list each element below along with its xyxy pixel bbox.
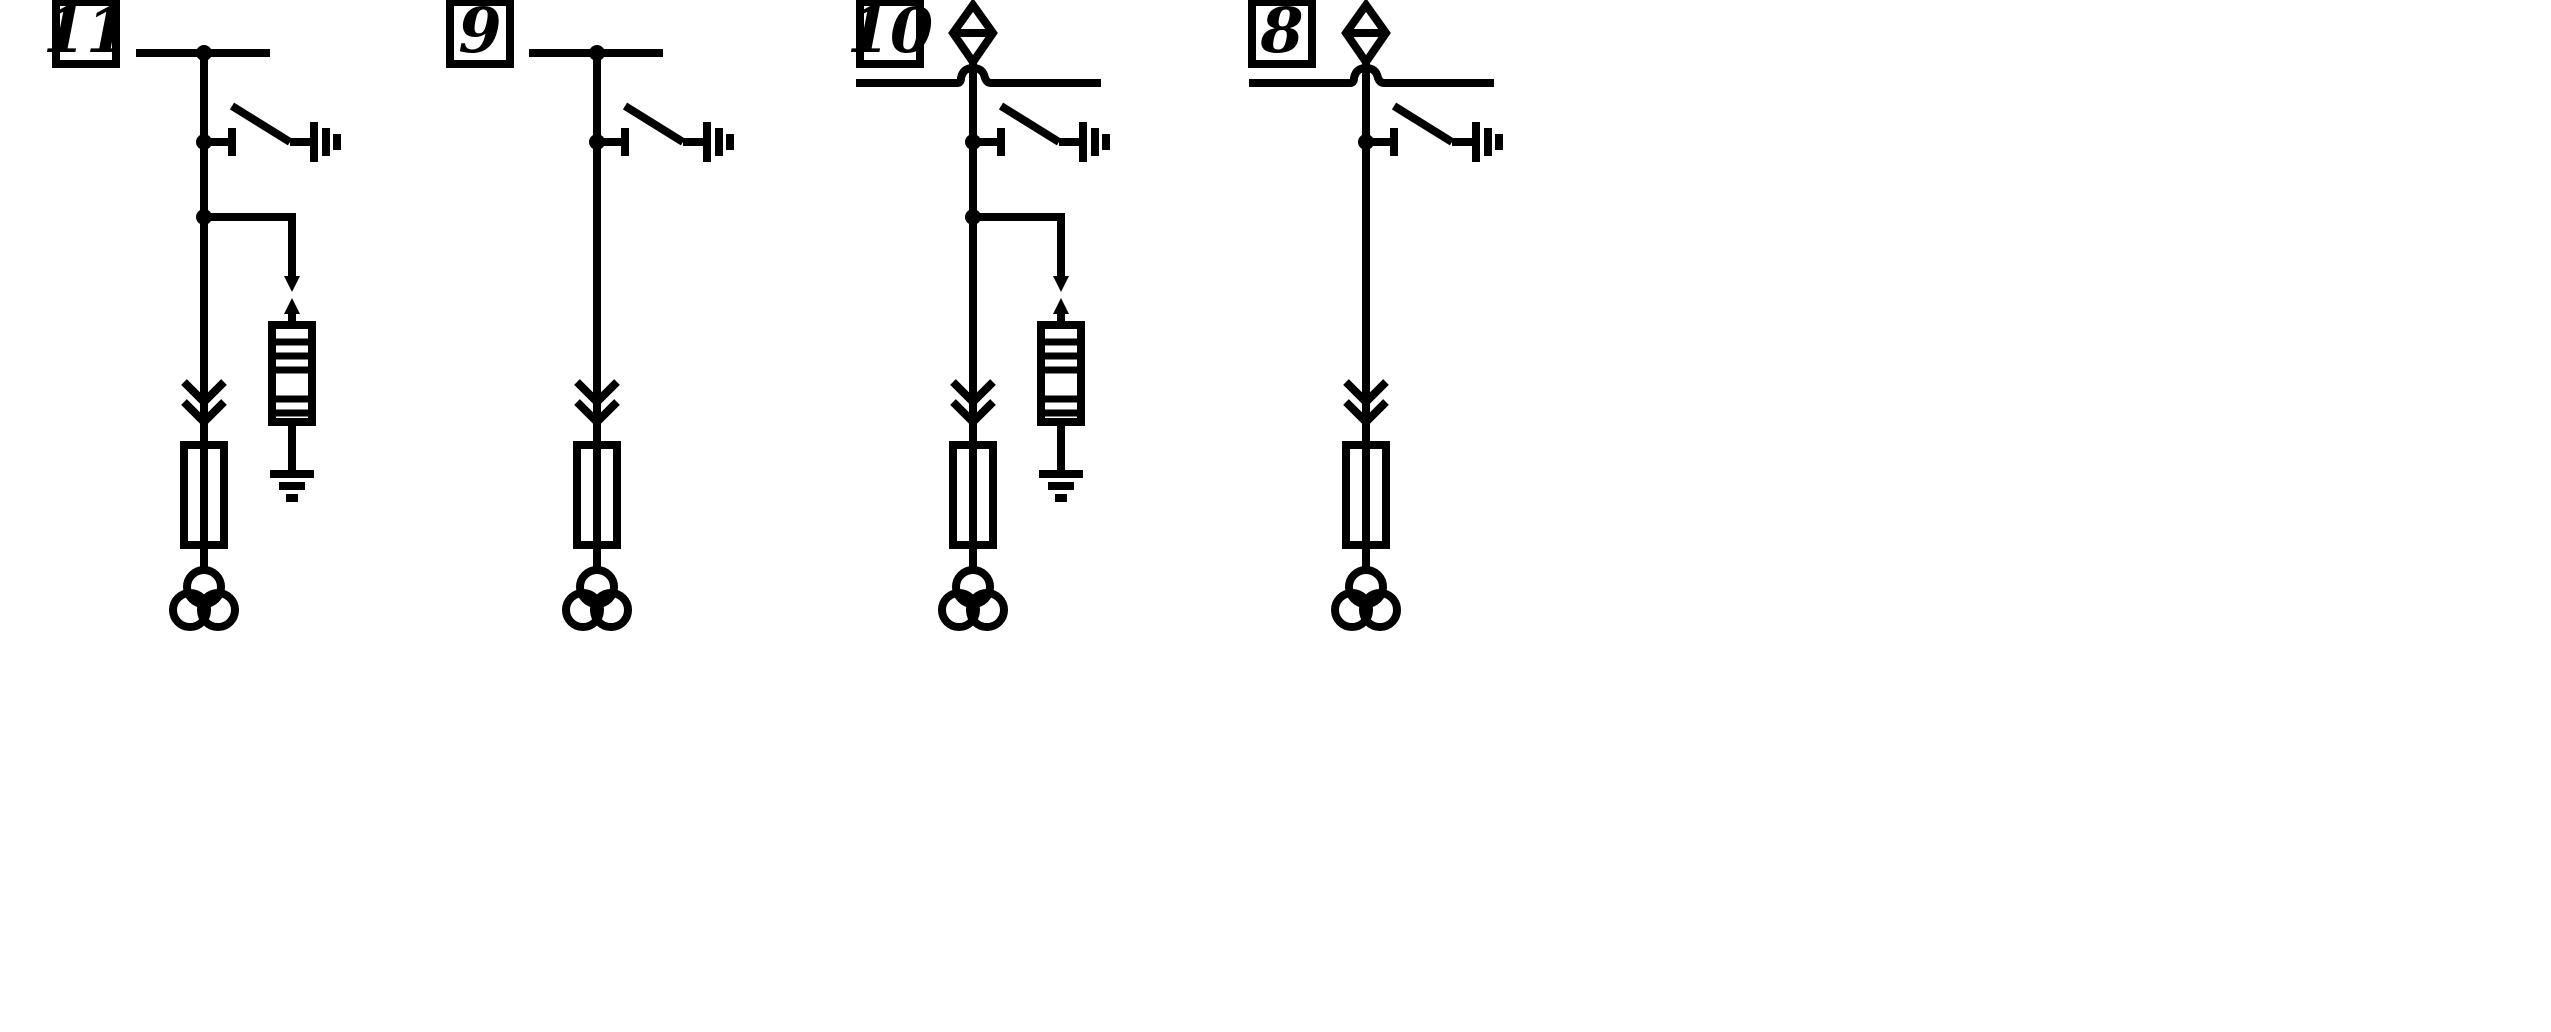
feeder-assembly (136, 45, 341, 631)
busbar-line (856, 63, 1101, 87)
plug-connector-chevrons (574, 379, 620, 408)
panel-label-box (856, 0, 924, 68)
transformer-winding-2 (1331, 589, 1373, 631)
earthing-switch-blade (229, 102, 293, 146)
panel-label-box (1248, 0, 1316, 68)
panel-label: 8 (1259, 0, 1303, 67)
panel-2: 9 (446, 0, 734, 631)
earthing-switch-blade (622, 102, 686, 146)
arrester-lead (973, 213, 1065, 276)
transformer-winding-3 (1359, 589, 1401, 631)
feeder-assembly (856, 0, 1110, 631)
arrester-arrow-up (284, 298, 300, 314)
plug-connector-chevrons-lower (1343, 399, 1389, 428)
plug-connector-chevrons-lower (574, 399, 620, 428)
plug-connector-chevrons-lower (950, 399, 996, 428)
panel-label-box (52, 0, 120, 68)
arrester-arrow-down (284, 276, 300, 292)
arrester-arrow-up (1053, 298, 1069, 314)
transformer-winding-2 (169, 589, 211, 631)
earthing-switch-blade (998, 102, 1062, 146)
feeder-assembly (1249, 0, 1503, 631)
panel-label: 11 (43, 0, 129, 67)
plug-connector-chevrons-lower (181, 399, 227, 428)
panel-label: 10 (847, 0, 933, 67)
feeder-assembly (529, 45, 734, 631)
plug-connector-chevrons (181, 379, 227, 408)
panel-label: 9 (458, 0, 501, 67)
panel-3: 10 (847, 0, 1110, 631)
transformer-winding-3 (966, 589, 1008, 631)
panel-4: 8 (1248, 0, 1503, 631)
panel-label-box (446, 0, 514, 68)
earthing-switch-blade (1391, 102, 1455, 146)
plug-connector-chevrons (950, 379, 996, 408)
arrester-lead (204, 213, 296, 276)
plug-connector-chevrons (1343, 379, 1389, 408)
panel-1: 11 (43, 0, 341, 631)
transformer-winding-3 (197, 589, 239, 631)
transformer-winding-2 (938, 589, 980, 631)
arrester-arrow-down (1053, 276, 1069, 292)
busbar-line (1249, 63, 1494, 87)
transformer-winding-3 (590, 589, 632, 631)
transformer-winding-2 (562, 589, 604, 631)
